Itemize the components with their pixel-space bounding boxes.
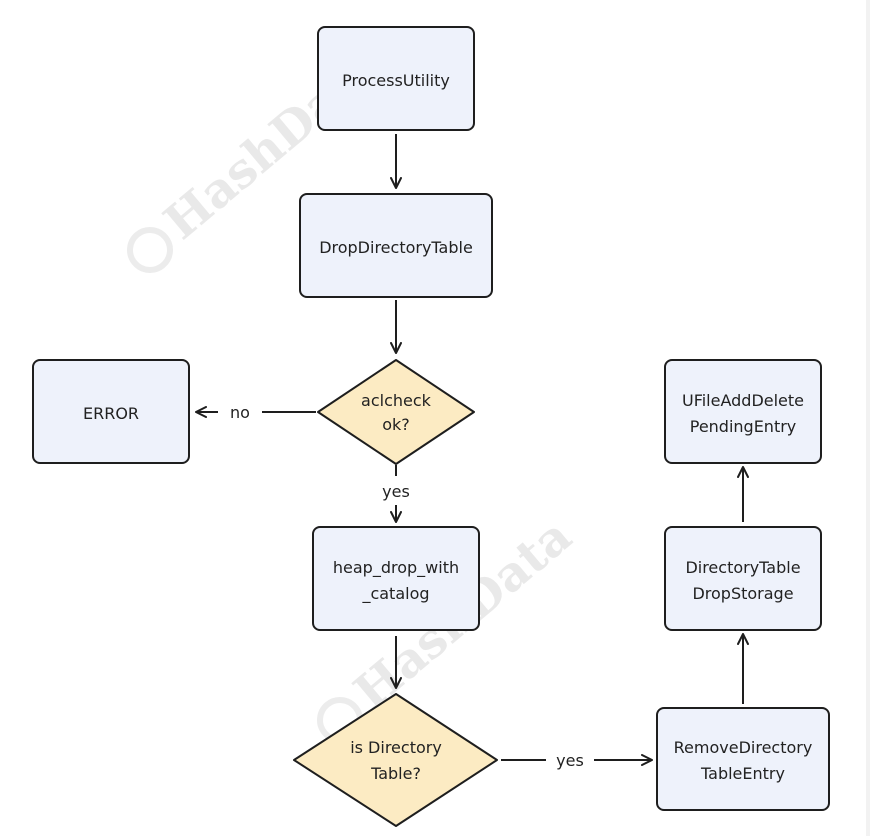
node-ufile-label-line2: PendingEntry	[690, 417, 797, 436]
edge-label-no: no	[230, 403, 250, 422]
node-process-utility: ProcessUtility	[317, 26, 475, 131]
node-process-utility-label: ProcessUtility	[342, 71, 450, 90]
node-remove-entry-label-line2: TableEntry	[700, 764, 785, 783]
node-is-directory-table-decision: is Directory Table?	[293, 693, 498, 827]
node-ufile-add-delete-pending-entry: UFileAddDelete PendingEntry	[664, 359, 822, 464]
node-drop-storage-label-line1: DirectoryTable	[685, 558, 800, 577]
node-heap-drop-label-line2: _catalog	[361, 584, 429, 604]
node-is-directory-label-line1: is Directory	[350, 738, 442, 757]
node-aclcheck-decision: aclcheck ok?	[317, 359, 475, 465]
node-drop-directory-table-label: DropDirectoryTable	[319, 238, 473, 257]
node-remove-directory-table-entry: RemoveDirectory TableEntry	[656, 707, 830, 811]
node-drop-storage-label-line2: DropStorage	[692, 584, 793, 603]
node-drop-directory-table: DropDirectoryTable	[299, 193, 493, 298]
node-aclcheck-label-line1: aclcheck	[361, 391, 432, 410]
node-error: ERROR	[32, 359, 190, 464]
edge-label-yes-isdir: yes	[556, 751, 584, 770]
edge-label-yes-aclcheck: yes	[382, 482, 410, 501]
node-directory-table-drop-storage: DirectoryTable DropStorage	[664, 526, 822, 631]
node-aclcheck-label-line2: ok?	[382, 415, 410, 434]
node-error-label: ERROR	[83, 404, 139, 423]
node-is-directory-label-line2: Table?	[370, 764, 421, 783]
node-heap-drop-label-line1: heap_drop_with	[333, 558, 459, 578]
page-edge-strip	[866, 0, 870, 836]
node-heap-drop-with-catalog: heap_drop_with _catalog	[312, 526, 480, 631]
node-remove-entry-label-line1: RemoveDirectory	[674, 738, 813, 757]
node-ufile-label-line1: UFileAddDelete	[682, 391, 804, 410]
